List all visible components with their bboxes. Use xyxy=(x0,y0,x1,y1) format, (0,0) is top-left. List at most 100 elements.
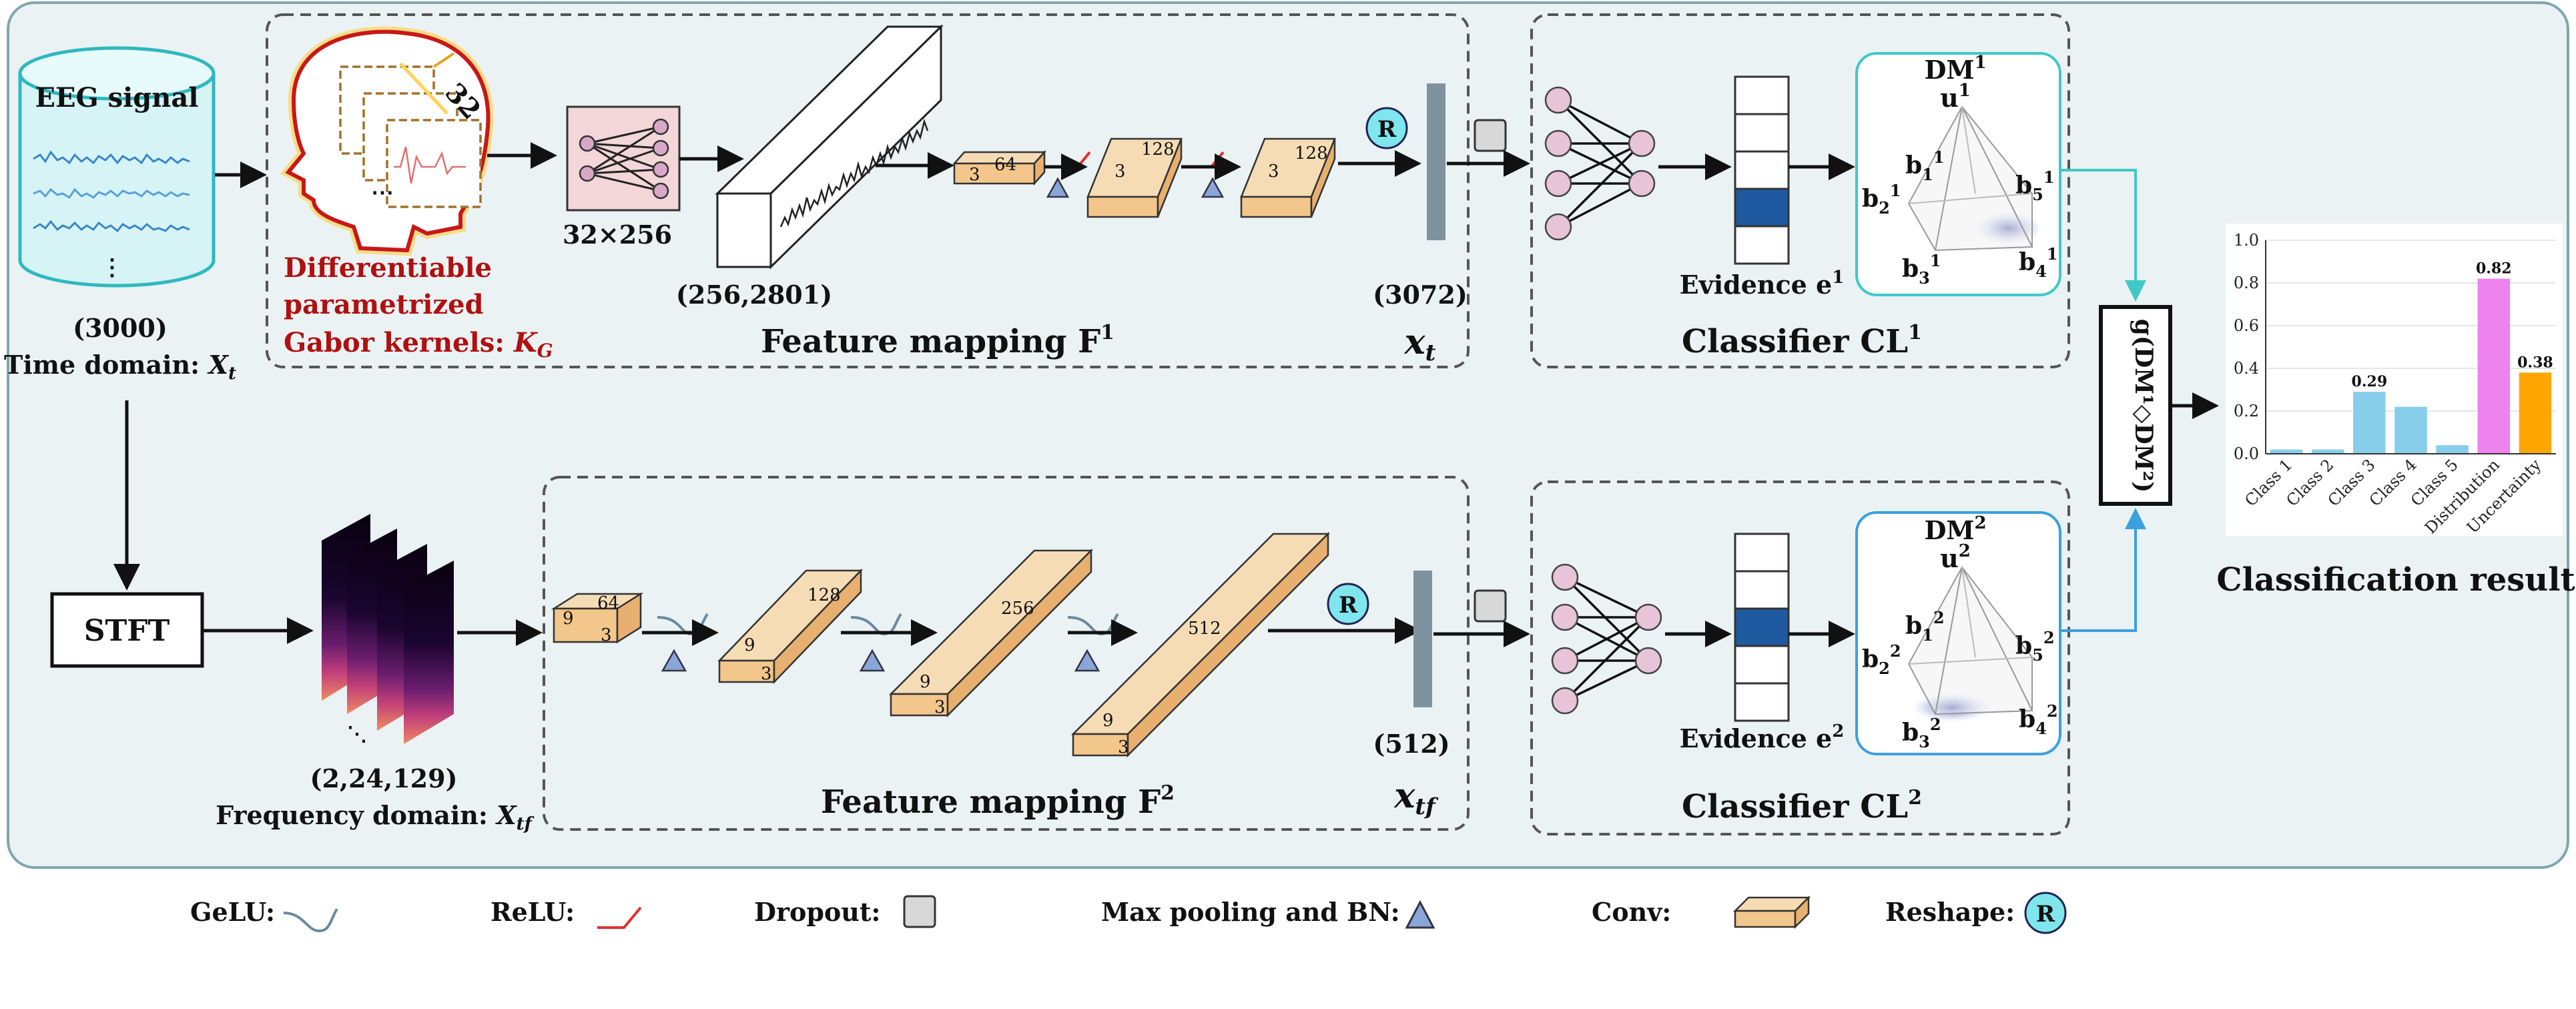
maxpool-bn-icon xyxy=(1201,177,1225,198)
conv1-2-c: 128 xyxy=(1141,139,1175,159)
dm-2-pyramid xyxy=(1907,566,2033,722)
conv1-3-k: 3 xyxy=(1268,161,1279,182)
eeg-signal-cylinder: EEG signal ⋮ xyxy=(18,46,216,288)
maxpool-bn-icon xyxy=(1046,177,1070,198)
evidence-vector-2 xyxy=(1734,533,1790,722)
feature-vector-xt xyxy=(1427,83,1445,240)
eeg-wave-1 xyxy=(33,150,190,165)
arrow-dm2-to-fusion xyxy=(2060,508,2146,632)
legend-pool-label: Max pooling and BN: xyxy=(1101,897,1400,927)
legend-conv-label: Conv: xyxy=(1592,897,1671,927)
conv1-1-k: 3 xyxy=(969,165,980,185)
feature-mapping-1-box xyxy=(266,13,1470,368)
dm-2-b4: b42 xyxy=(2019,701,2058,738)
classifier-2-box xyxy=(1530,480,2070,835)
conv2-4-k: 9 xyxy=(1102,711,1114,731)
conv-block-2-2: 9 3 128 xyxy=(717,568,863,685)
time-domain-label: Time domain: Xt xyxy=(4,350,236,384)
gabor-line-1: Differentiable xyxy=(284,252,492,284)
dm-2-b5: b52 xyxy=(2015,628,2055,665)
maxpool-bn-icon xyxy=(1074,649,1100,672)
legend-reshape-icon xyxy=(2024,892,2067,934)
legend-pool-icon xyxy=(1405,900,1435,929)
result-bar-chart: 0.00.20.40.60.81.0 0.290.820.38 Class 1C… xyxy=(2226,224,2563,538)
fusion-label: g(DM¹◇DM²) xyxy=(2130,319,2158,493)
stft-box xyxy=(50,592,204,668)
chart-y-tick-label: 0.6 xyxy=(2234,316,2259,335)
chart-bar xyxy=(2353,392,2386,454)
legend-relu-label: ReLU: xyxy=(491,897,575,927)
chart-bar xyxy=(2311,449,2344,454)
legend-dropout-label: Dropout: xyxy=(754,897,880,927)
dm-1-b4: b41 xyxy=(2019,244,2058,281)
chart-data-label: 0.29 xyxy=(2352,373,2388,390)
spectrogram-stack: ⋱ xyxy=(322,514,454,746)
classifier-1-network xyxy=(1544,86,1656,241)
chart-bar xyxy=(2270,449,2303,454)
conv2-2-c: 128 xyxy=(808,585,841,605)
fc-block-1 xyxy=(566,105,681,212)
classifier-2-title: Classifier CL2 xyxy=(1682,786,1922,825)
conv2-1-c: 64 xyxy=(597,593,619,613)
eeg-wave-2 xyxy=(33,188,190,200)
maxpool-bn-icon xyxy=(661,649,687,672)
arrow-dm1-to-fusion xyxy=(2060,169,2146,302)
chart-data-labels: 0.290.820.38 xyxy=(2352,260,2553,391)
conv-block-2-3: 9 3 256 xyxy=(888,548,1094,718)
chart-y-ticks: 0.00.20.40.60.81.0 xyxy=(2234,231,2259,463)
eeg-ellipsis: ⋮ xyxy=(101,254,123,281)
chart-data-label: 0.82 xyxy=(2476,260,2512,278)
reshape-icon xyxy=(1365,107,1408,149)
stft-label: STFT xyxy=(84,614,170,648)
conv-block-1-2: 3 128 xyxy=(1086,137,1183,218)
xtf-label: xtf xyxy=(1393,775,1439,820)
conv1-3-c: 128 xyxy=(1295,143,1328,163)
chart-bar xyxy=(2477,278,2511,454)
chart-bars xyxy=(2270,278,2552,454)
chart-y-tick-label: 0.8 xyxy=(2234,274,2259,292)
evidence-2-label: Evidence e2 xyxy=(1680,721,1845,753)
xt-size: (3072) xyxy=(1373,280,1468,310)
chart-bar xyxy=(2519,372,2552,454)
conv1-1-c: 64 xyxy=(994,155,1016,175)
conv2-4-c: 512 xyxy=(1188,619,1221,639)
legend: GeLU: ReLU: Dropout: Max pooling and BN:… xyxy=(190,892,2067,934)
legend-relu-icon xyxy=(597,906,642,929)
fusion-box xyxy=(2099,305,2172,506)
conv2-4-k2: 3 xyxy=(1118,737,1129,757)
conv2-3-k2: 3 xyxy=(934,697,946,717)
conv-block-1-3: 3 128 xyxy=(1240,137,1336,218)
legend-gelu-icon xyxy=(283,908,338,933)
maxpool-bn-icon xyxy=(859,649,886,672)
eeg-size: (3000) xyxy=(73,313,168,343)
dm-1-b3: b31 xyxy=(1902,251,1941,288)
conv2-2-k2: 3 xyxy=(761,664,772,684)
conv1-2-k: 3 xyxy=(1114,161,1126,182)
feature-mapping-2-title: Feature mapping F2 xyxy=(821,781,1175,821)
dm-1-title: DM1 xyxy=(1924,53,1986,85)
conv2-3-c: 256 xyxy=(1001,599,1034,619)
conv-block-2-4: 9 3 512 xyxy=(1070,531,1331,758)
fc-size: 32×256 xyxy=(563,220,672,250)
dm-1-u: u1 xyxy=(1940,81,1971,113)
chart-y-tick-label: 0.4 xyxy=(2234,359,2259,378)
gabor-line-3: Gabor kernels: KG xyxy=(284,327,553,362)
xtf-size: (512) xyxy=(1373,729,1450,759)
dropout-icon xyxy=(1474,119,1507,152)
reshape-symbol-2: R xyxy=(1339,592,1358,619)
dm-1-b5: b51 xyxy=(2015,167,2055,204)
classifier-2-network xyxy=(1551,563,1662,715)
chart-bar xyxy=(2436,445,2469,454)
conv2-2-k: 9 xyxy=(744,635,755,655)
conv2-1-k2: 3 xyxy=(601,625,612,645)
spectrogram-size: (2,24,129) xyxy=(310,763,457,793)
spectrogram-dots: ⋱ xyxy=(347,723,367,746)
eeg-wave-3 xyxy=(33,220,190,233)
chart-y-tick-label: 0.0 xyxy=(2234,444,2259,463)
dropout-icon xyxy=(1474,589,1507,623)
gabor-head-icon: ⋯ xyxy=(280,26,494,256)
gabor-dots: ⋯ xyxy=(371,180,394,206)
classifier-1-box xyxy=(1530,13,2070,368)
legend-dropout-icon xyxy=(903,895,936,928)
